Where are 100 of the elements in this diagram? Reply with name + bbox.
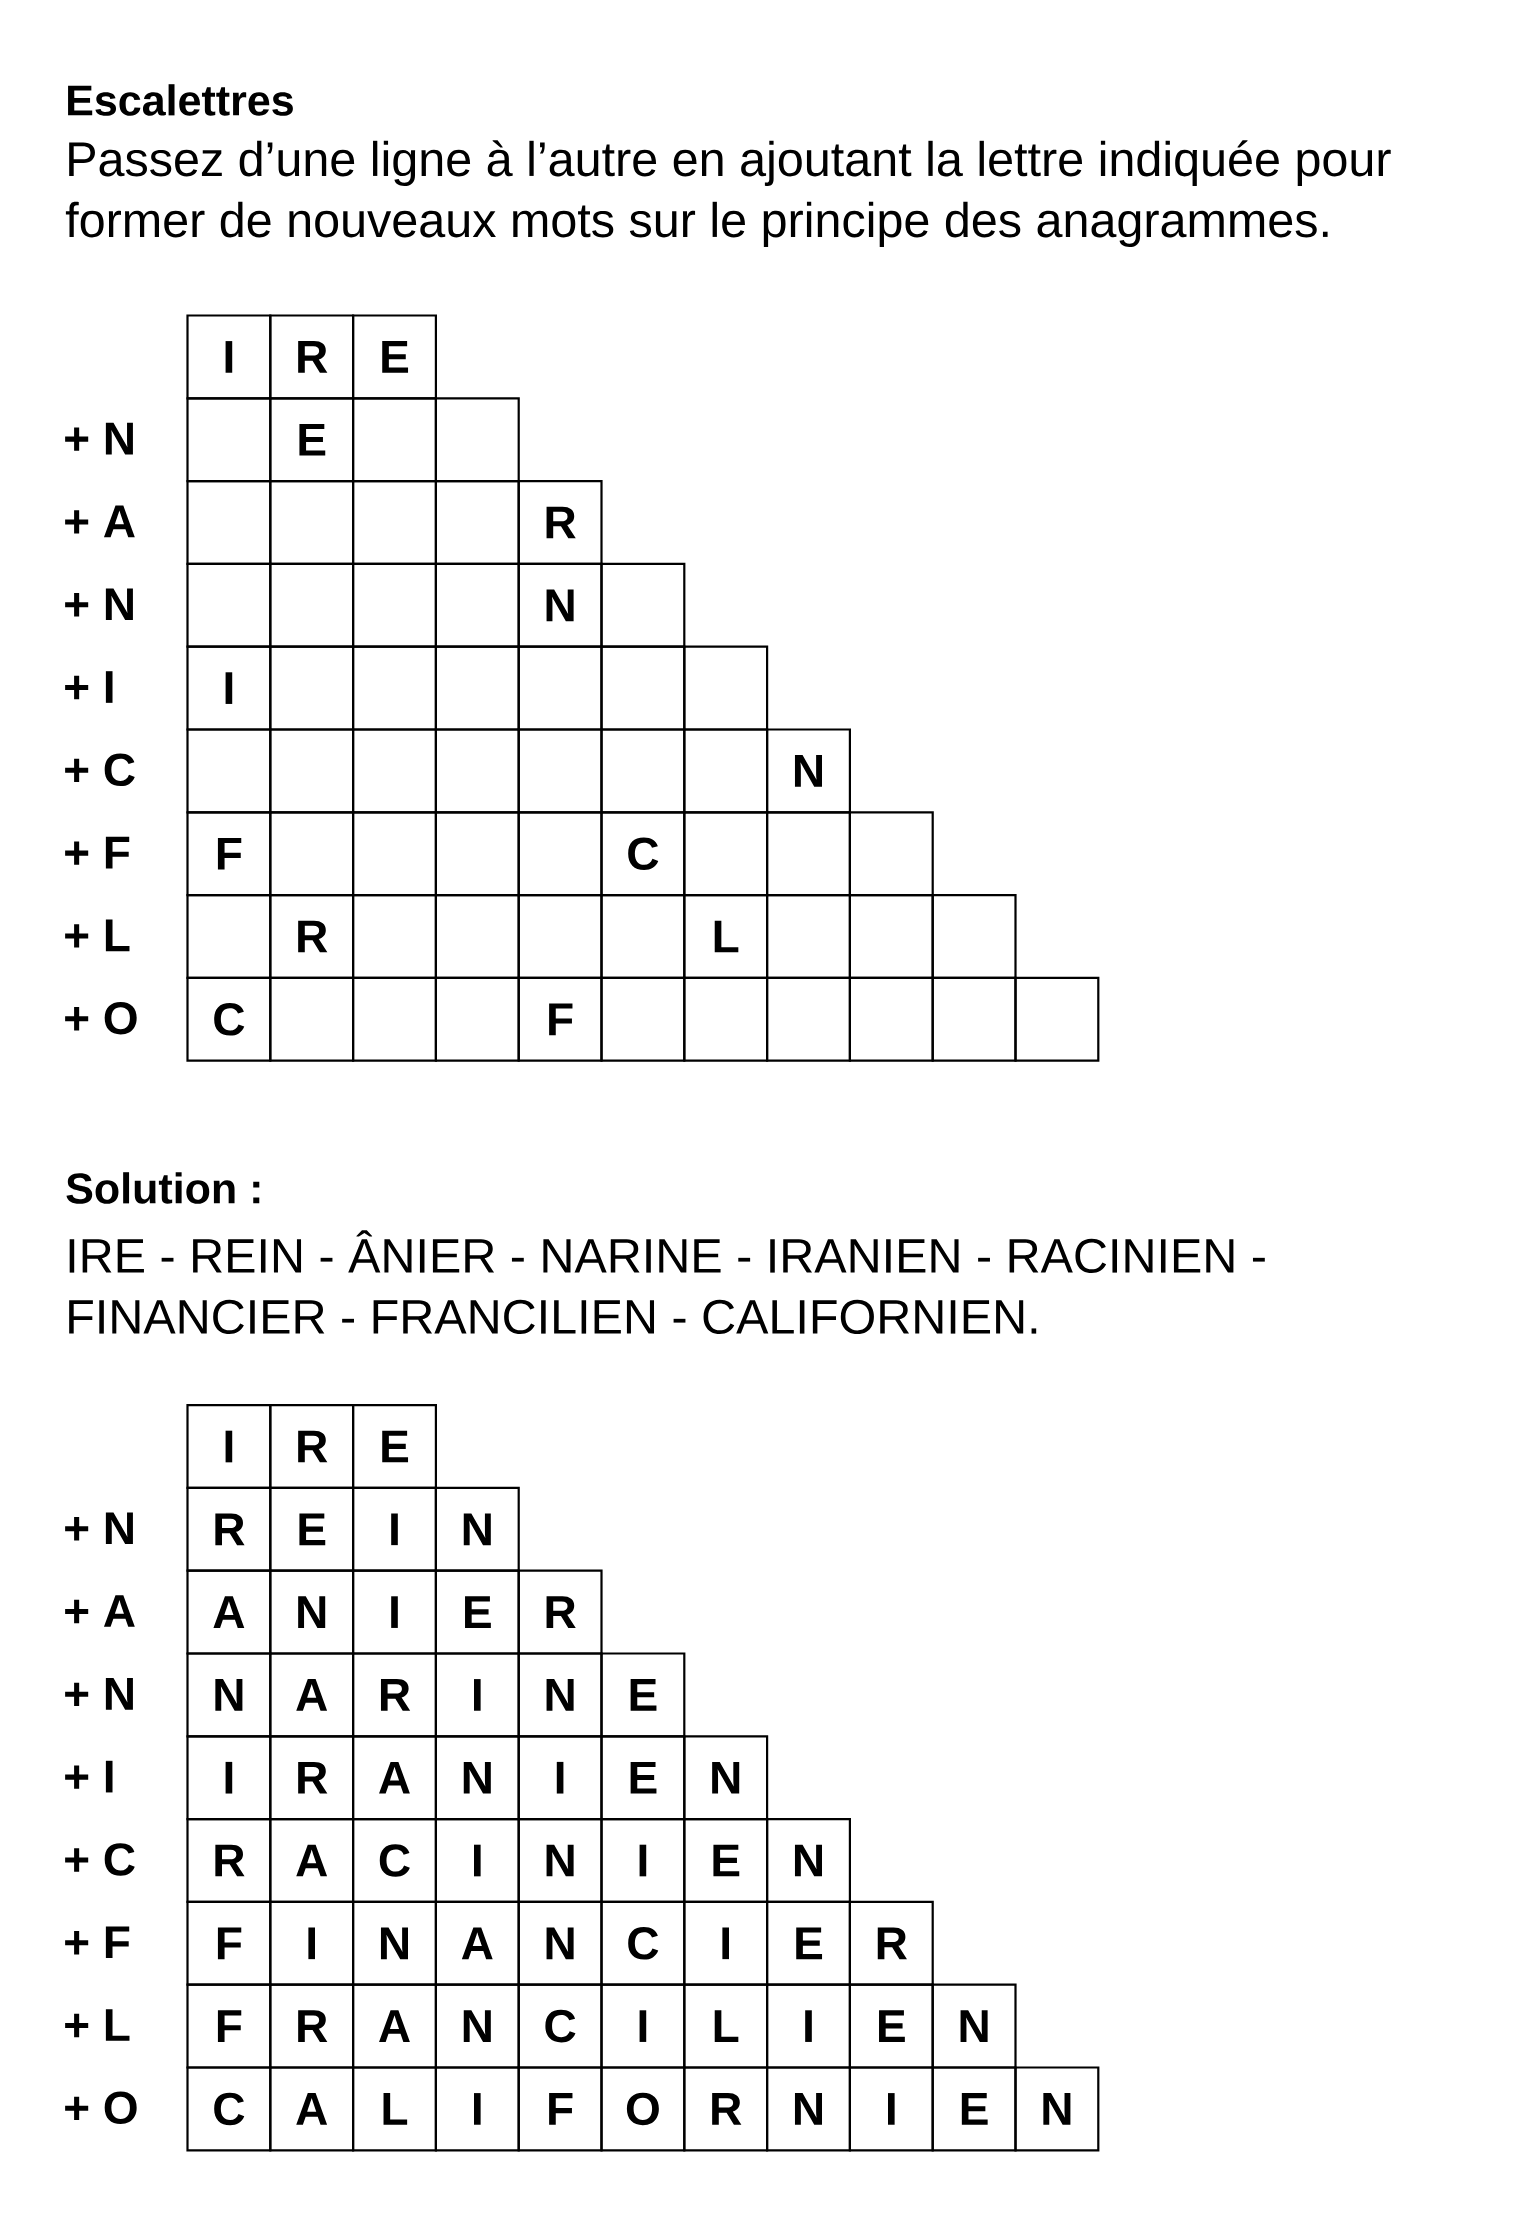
empty-cell — [269, 645, 355, 731]
letter-cell: E — [269, 397, 355, 483]
row-label: + F — [65, 836, 130, 869]
empty-cell — [352, 976, 437, 1062]
letter-cell: A — [352, 1983, 437, 2069]
letter-cell: N — [766, 2066, 851, 2152]
row-label: + L — [65, 2009, 130, 2041]
empty-cell — [848, 894, 934, 979]
letter-cell: R — [683, 2066, 769, 2152]
letter-cell: L — [683, 1983, 769, 2069]
letter-cell: C — [517, 1983, 603, 2069]
letter-cell: F — [517, 2066, 603, 2152]
letter-cell: N — [517, 1818, 603, 1903]
empty-cell — [931, 976, 1017, 1062]
letter-cell: N — [517, 1652, 603, 1738]
letter-cell: I — [352, 1486, 437, 1572]
empty-cell — [352, 894, 437, 979]
empty-cell — [269, 976, 355, 1062]
letter-cell: N — [352, 1900, 437, 1986]
instruction-text: Passez d’une ligne à l’autre en ajoutant la lettre indiquée pour former de nouveaux mots sur le principe des anagrammes. — [65, 140, 1391, 247]
letter-cell: I — [600, 1818, 686, 1903]
letter-cell: R — [186, 1818, 272, 1903]
letter-cell: I — [434, 1818, 520, 1903]
letter-cell: E — [352, 314, 437, 400]
title: Escalettres — [68, 84, 293, 116]
empty-cell — [269, 728, 355, 814]
empty-cell — [766, 976, 851, 1062]
letter-cell: E — [434, 1569, 520, 1655]
empty-cell — [269, 811, 355, 897]
row-label: + O — [65, 2091, 137, 2125]
empty-cell — [683, 645, 769, 731]
letter-cell: F — [186, 811, 272, 897]
letter-cell: I — [683, 1900, 769, 1986]
row-label: + C — [65, 1843, 135, 1876]
empty-cell — [352, 397, 437, 483]
empty-cell — [352, 645, 437, 731]
row-label: + A — [65, 1595, 135, 1627]
empty-cell — [600, 976, 686, 1062]
row-label: + I — [65, 671, 113, 703]
empty-cell — [931, 894, 1017, 979]
letter-cell: F — [186, 1983, 272, 2069]
letter-cell: R — [848, 1900, 934, 1986]
letter-cell: R — [517, 480, 603, 565]
letter-cell: I — [186, 1404, 272, 1489]
letter-cell: F — [517, 976, 603, 1062]
letter-cell: N — [434, 1983, 520, 2069]
letter-cell: R — [269, 1983, 355, 2069]
empty-cell — [269, 562, 355, 648]
empty-cell — [434, 811, 520, 897]
letter-cell: N — [269, 1569, 355, 1655]
empty-cell — [186, 728, 272, 814]
empty-cell — [600, 562, 686, 648]
letter-cell: N — [766, 728, 851, 814]
letter-cell: C — [600, 1900, 686, 1986]
letter-cell: I — [848, 2066, 934, 2152]
letter-cell: N — [517, 1900, 603, 1986]
empty-cell — [517, 811, 603, 897]
letter-cell: R — [269, 894, 355, 979]
solution-text: IRE - REIN - ÂNIER - NARINE - IRANIEN - RACINIEN - FINANCIER - FRANCILIEN - CALIFORNIEN. — [69, 1230, 1265, 1335]
letter-cell: N — [517, 562, 603, 648]
letter-cell: E — [352, 1404, 437, 1489]
letter-cell: E — [600, 1652, 686, 1738]
row-label: + I — [65, 1760, 113, 1793]
empty-cell — [766, 811, 851, 897]
empty-cell — [434, 480, 520, 565]
row-label: + N — [65, 1678, 133, 1710]
letter-cell: R — [352, 1652, 437, 1738]
empty-cell — [269, 480, 355, 565]
letter-cell: C — [186, 2066, 272, 2152]
empty-cell — [683, 811, 769, 897]
letter-cell: A — [352, 1735, 437, 1821]
empty-cell — [352, 811, 437, 897]
row-label: + N — [65, 422, 133, 455]
letter-cell: R — [269, 314, 355, 400]
letter-cell: I — [766, 1983, 851, 2069]
empty-cell — [434, 562, 520, 648]
empty-cell — [766, 894, 851, 979]
letter-cell: C — [352, 1818, 437, 1903]
letter-cell: L — [352, 2066, 437, 2152]
empty-cell — [600, 645, 686, 731]
empty-cell — [600, 894, 686, 979]
letter-cell: R — [269, 1735, 355, 1821]
letter-cell: R — [269, 1404, 355, 1489]
letter-cell: I — [352, 1569, 437, 1655]
empty-cell — [683, 976, 769, 1062]
empty-cell — [186, 562, 272, 648]
empty-cell — [352, 480, 437, 565]
row-label: + C — [65, 753, 135, 787]
empty-cell — [848, 811, 934, 897]
empty-cell — [434, 397, 520, 483]
letter-cell: O — [600, 2066, 686, 2152]
row-label: + N — [65, 1512, 133, 1545]
letter-cell: A — [269, 1652, 355, 1738]
row-label: + L — [65, 919, 130, 952]
letter-cell: E — [848, 1983, 934, 2069]
letter-cell: I — [186, 645, 272, 731]
row-label: + F — [65, 1926, 130, 1959]
letter-cell: F — [186, 1900, 272, 1986]
letter-cell: E — [766, 1900, 851, 1986]
letter-cell: A — [434, 1900, 520, 1986]
